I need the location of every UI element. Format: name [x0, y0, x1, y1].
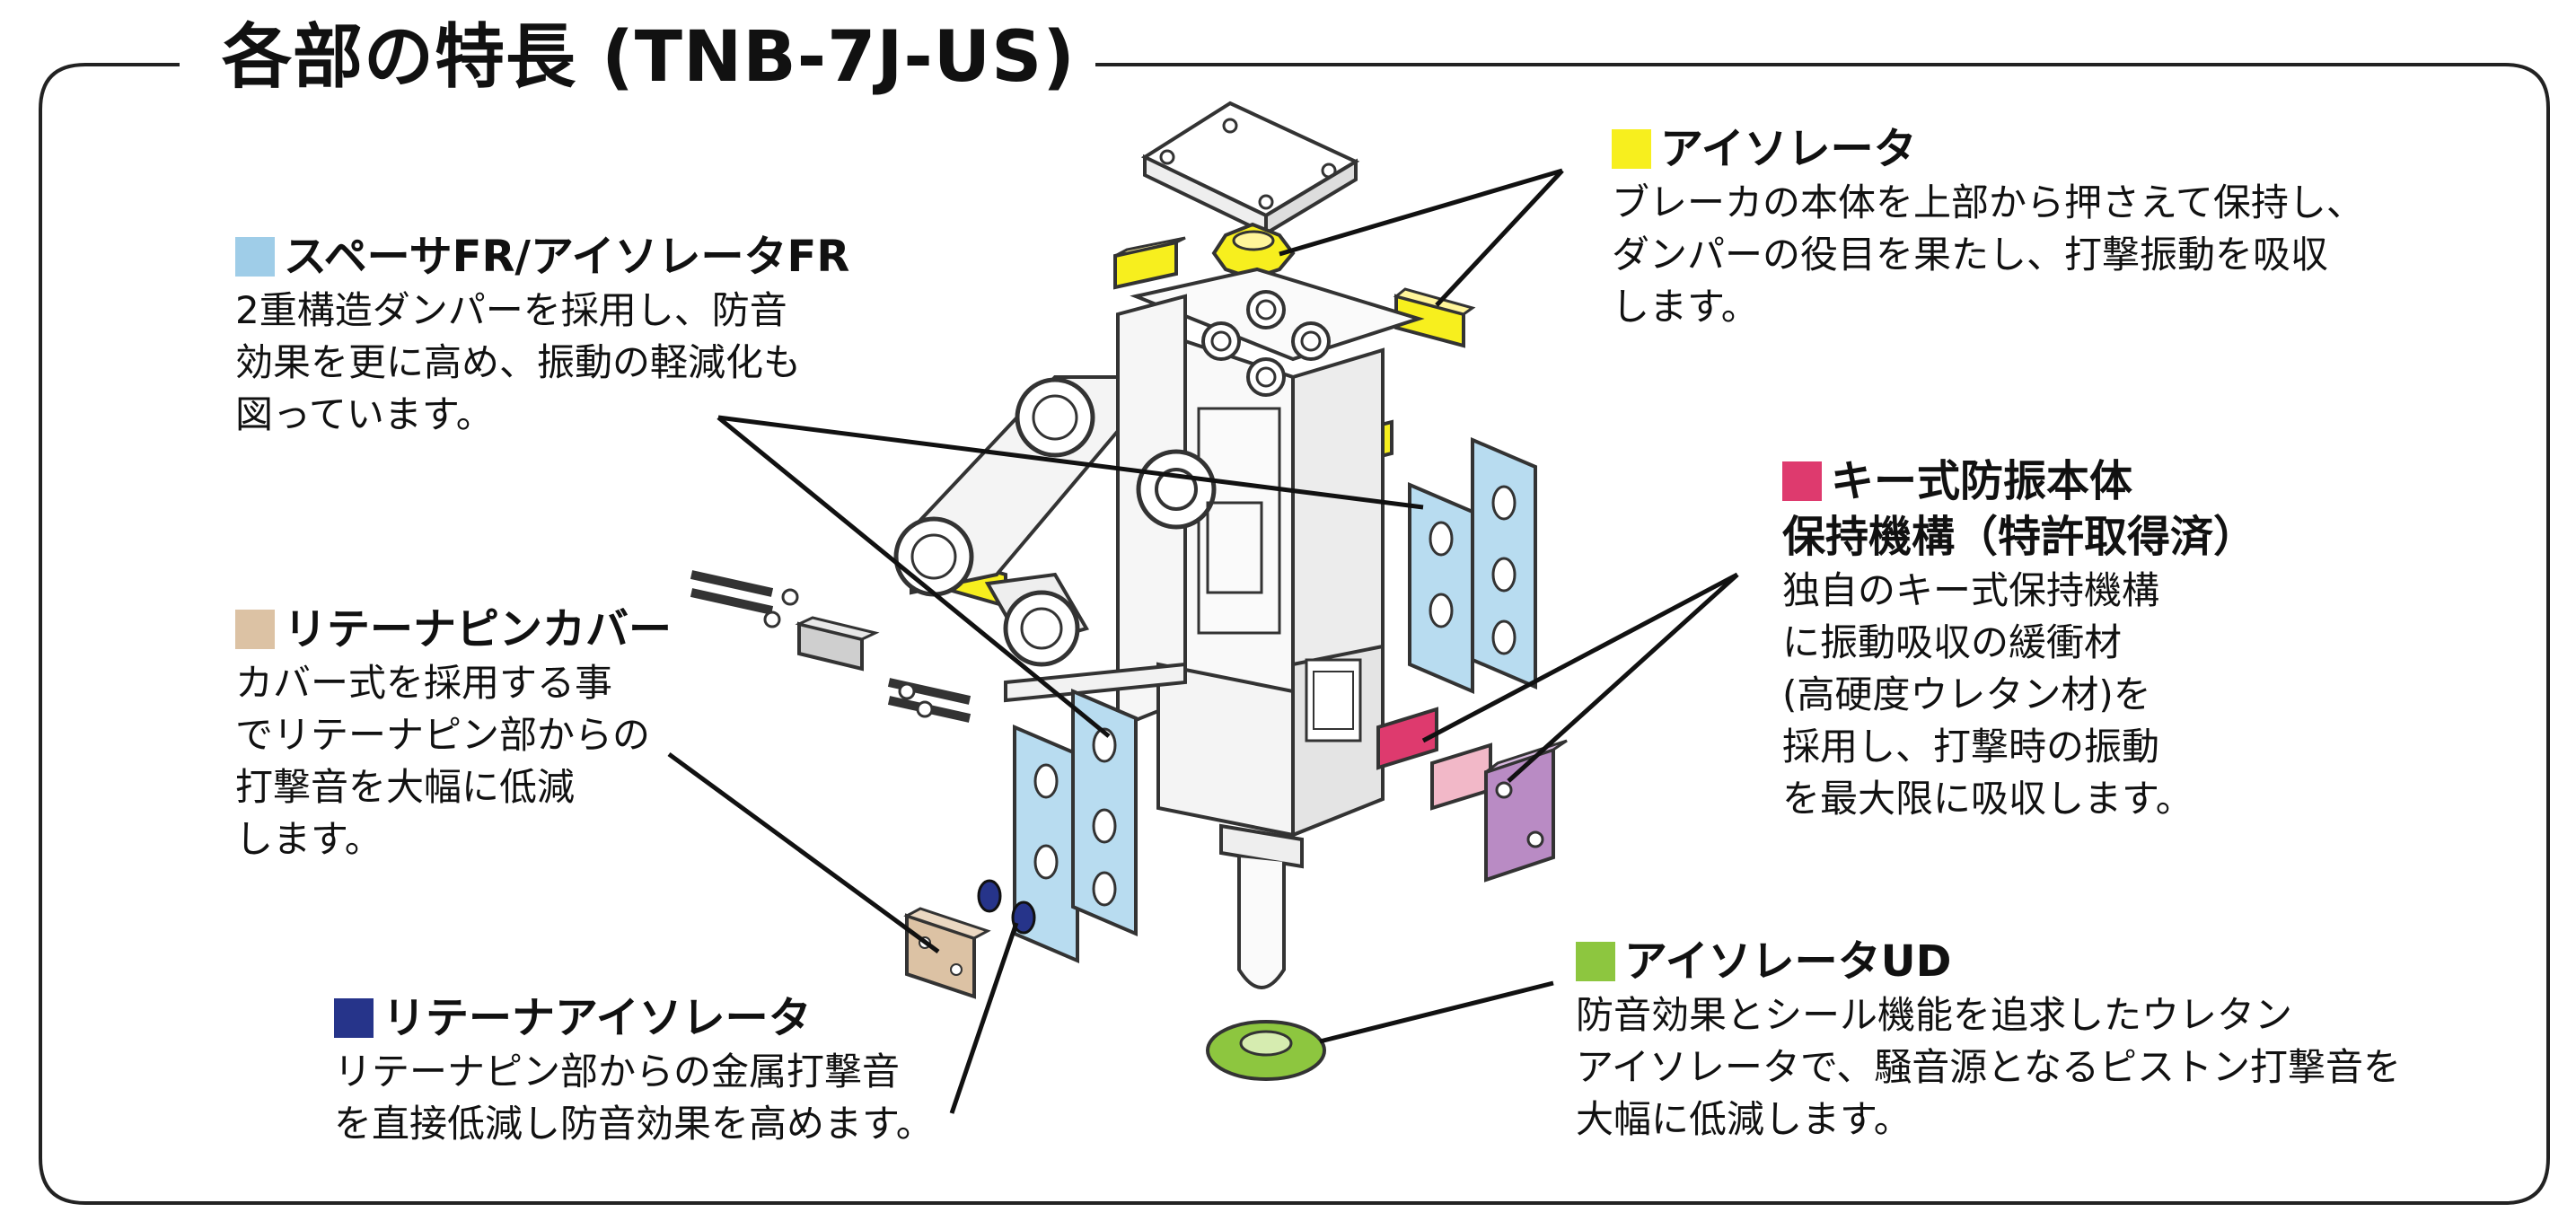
callout-heading: リテーナアイソレータ	[382, 993, 812, 1043]
callout-text: アイソレータで、騒音源となるピストン打撃音を	[1576, 1045, 2401, 1089]
callout-isolator-ud: アイソレータUD 防音効果とシール機能を追求したウレタン アイソレータで、騒音源…	[1576, 934, 2401, 1146]
callout-text: 打撃音を大幅に低減	[235, 765, 576, 809]
leader-key-mount-2	[1507, 573, 1739, 783]
isolator-top-part	[1211, 222, 1296, 281]
callout-heading: アイソレータ	[1660, 124, 1917, 174]
color-swatch	[235, 237, 275, 277]
callout-text: 独自のキー式保持機構	[1782, 568, 2160, 612]
callout-heading-line2: 保持機構（特許取得済）	[1782, 512, 2257, 562]
callout-text: 採用し、打撃時の振動	[1782, 725, 2160, 769]
callout-text: します。	[1612, 285, 1759, 329]
callout-text: します。	[235, 817, 382, 861]
callout-heading: キー式防振本体	[1831, 456, 2133, 506]
callout-key-mount: キー式防振本体 保持機構（特許取得済） 独自のキー式保持機構 に振動吸収の緩衝材…	[1782, 453, 2256, 825]
callout-text: でリテーナピン部からの	[235, 713, 651, 757]
callout-pin-cover: リテーナピンカバー カバー式を採用する事 でリテーナピン部からの 打撃音を大幅に…	[235, 602, 672, 865]
callout-text: 防音効果とシール機能を追求したウレタン	[1576, 993, 2293, 1037]
leader-isolator-ud	[1319, 980, 1554, 1044]
color-swatch	[235, 610, 275, 649]
color-swatch	[1782, 461, 1822, 501]
leader-lines	[667, 168, 1739, 1114]
callout-text: リテーナピン部からの金属打撃音	[334, 1050, 901, 1094]
spacer-fr-left	[1013, 688, 1138, 964]
breaker-body	[893, 267, 1425, 989]
callout-text: 2重構造ダンパーを採用し、防音	[235, 288, 787, 332]
callout-heading: スペーサFR/アイソレータFR	[284, 232, 850, 282]
top-plate	[1140, 101, 1360, 237]
frame-border	[39, 63, 2550, 1205]
color-swatch	[334, 998, 374, 1038]
retainer-pin-parts	[690, 570, 971, 723]
callout-retainer-isolator: リテーナアイソレータ リテーナピン部からの金属打撃音 を直接低減し防音効果を高め…	[334, 990, 934, 1150]
leader-spacer-1	[717, 416, 1111, 738]
callout-text: (高硬度ウレタン材)を	[1782, 672, 2151, 716]
callout-text: を直接低減し防音効果を高めます。	[334, 1102, 934, 1146]
callout-text: を最大限に吸収します。	[1782, 777, 2194, 821]
leader-pin-cover	[667, 751, 940, 954]
callout-heading: アイソレータUD	[1624, 936, 1952, 987]
key-mount-parts	[1376, 707, 1568, 883]
callout-text: 図っています。	[235, 392, 494, 436]
retainer-pin-cover	[903, 907, 991, 999]
isolator-ud-ring	[1206, 1020, 1326, 1081]
callout-spacer-fr: スペーサFR/アイソレータFR 2重構造ダンパーを採用し、防音 効果を更に高め、…	[235, 229, 849, 441]
color-swatch	[1612, 129, 1651, 169]
callout-isolator: アイソレータ ブレーカの本体を上部から押さえて保持し、 ダンパーの役目を果たし、…	[1612, 121, 2364, 333]
callout-heading: リテーナピンカバー	[284, 604, 673, 654]
callout-text: カバー式を採用する事	[235, 661, 613, 705]
callout-text: 効果を更に高め、振動の軽減化も	[235, 340, 802, 384]
spacer-fr-right	[1408, 436, 1537, 695]
retainer-isolator	[977, 879, 1036, 935]
leader-key-mount-1	[1421, 572, 1739, 743]
callout-text: 大幅に低減します。	[1576, 1097, 1912, 1141]
leader-retainer-isolator	[949, 922, 1019, 1114]
leader-spacer-2	[717, 415, 1424, 510]
leader-isolator-1	[1279, 168, 1563, 257]
callout-text: に振動吸収の緩衝材	[1782, 620, 2123, 664]
color-swatch	[1576, 942, 1615, 981]
callout-text: ダンパーの役目を果たし、打撃振動を吸収	[1612, 233, 2329, 277]
callout-text: ブレーカの本体を上部から押さえて保持し、	[1612, 180, 2364, 224]
page-title: 各部の特長 (TNB-7J-US)	[202, 17, 1095, 99]
leader-isolator-2	[1435, 169, 1564, 307]
